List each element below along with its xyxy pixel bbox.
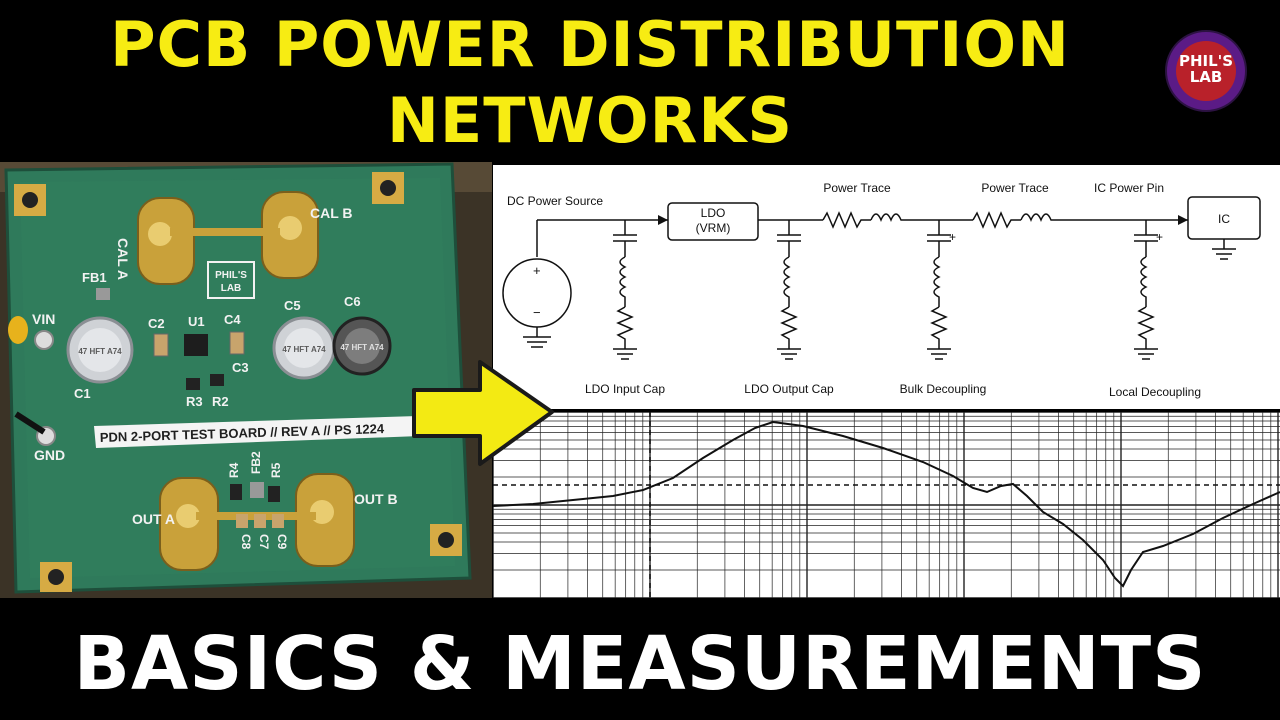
title-line-1: PCB POWER DISTRIBUTION [110,8,1070,81]
silk-logo-2: LAB [221,283,242,294]
silk-c2: C2 [148,316,165,331]
label-source-minus: − [533,305,541,320]
cap-marking-2: 47 HFT A74 [282,345,326,354]
silk-c6: C6 [344,294,361,309]
silk-logo-1: PHIL'S [215,270,247,281]
title-line-2: NETWORKS [386,84,794,157]
label-local-decoupling: Local Decoupling [1109,385,1201,399]
label-ldo-input-cap: LDO Input Cap [585,382,665,396]
cap-marking-1: 47 HFT A74 [78,347,122,356]
label-ldo-output-cap: LDO Output Cap [744,382,834,396]
label-ldo: LDO [701,206,726,220]
silk-c1: C1 [74,386,91,401]
silk-r4: R4 [227,462,241,478]
arrow-right-icon [412,360,554,466]
silk-c4: C4 [224,312,241,327]
impedance-curve [493,420,1280,588]
silk-gnd: GND [34,447,65,463]
silk-c9: C9 [275,534,289,550]
impedance-plot [493,412,1280,598]
logo-badge: PHIL'S LAB [1176,41,1236,101]
pcb-test-board-photo: PHIL'S LAB CAL A CAL B OUT A OUT B VIN G… [0,162,492,598]
silk-out-a: OUT A [132,511,175,527]
silk-c7: C7 [257,534,271,550]
silk-cal-b: CAL B [310,205,353,221]
silk-r3: R3 [186,394,203,409]
logo-text-line-1: PHIL'S [1178,52,1234,70]
silk-r2: R2 [212,394,229,409]
silk-r5: R5 [269,462,283,478]
silk-fb2: FB2 [249,451,263,474]
silk-fb1: FB1 [82,270,107,285]
subtitle: BASICS & MEASUREMENTS [73,621,1207,707]
label-ic-power-pin: IC Power Pin [1094,181,1164,195]
label-bulk-decoupling: Bulk Decoupling [900,382,987,396]
logo-text-line-2: LAB [1189,68,1223,86]
silk-vin: VIN [32,311,55,327]
label-ic: IC [1218,212,1230,226]
cap-marking-3: 47 HFT A74 [340,343,384,352]
silk-c8: C8 [239,534,253,550]
label-bulk-plus: + [949,230,956,244]
label-source-plus: + [533,263,541,278]
label-power-trace-1: Power Trace [823,181,891,195]
phils-lab-logo-icon: PHIL'S LAB [1165,30,1247,112]
label-power-trace-2: Power Trace [981,181,1049,195]
silk-c3: C3 [232,360,249,375]
label-local-plus: + [1156,230,1163,244]
silk-cal-a: CAL A [115,238,131,280]
plot-grid [493,412,1280,598]
silk-c5: C5 [284,298,301,313]
silk-out-b: OUT B [354,491,398,507]
pdn-schematic: DC Power Source LDO (VRM) Power Trace Po… [493,165,1280,409]
label-ldo-vrm: (VRM) [696,221,731,235]
silk-u1: U1 [188,314,205,329]
label-dc-power-source: DC Power Source [507,194,603,208]
